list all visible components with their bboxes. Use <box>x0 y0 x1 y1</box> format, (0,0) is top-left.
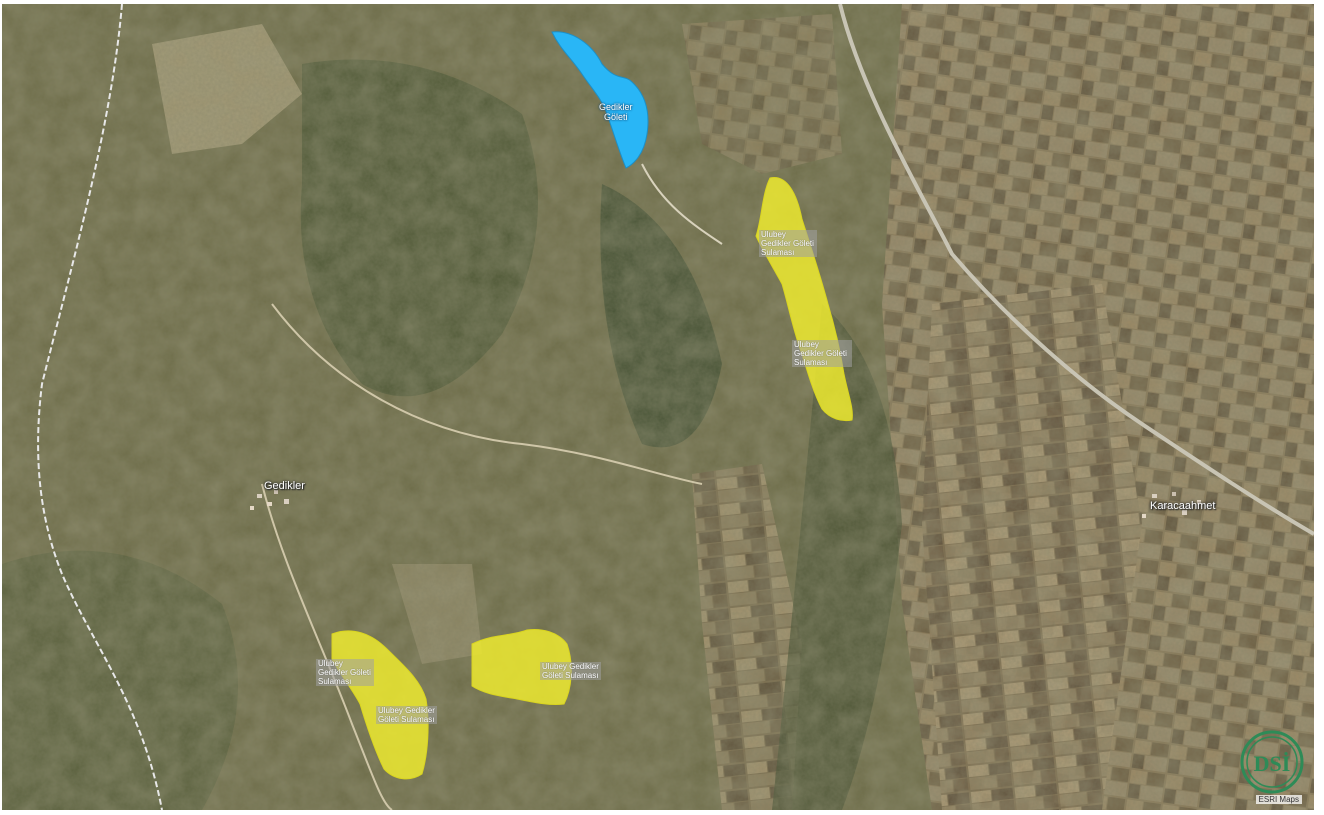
gedikler-village <box>250 490 289 510</box>
zone-label-south-middle-line2: Göleti Sulaması <box>542 671 599 680</box>
karacaahmet-village <box>1142 492 1201 518</box>
terrain-fine-texture <box>2 4 1314 810</box>
dam-road <box>641 163 723 245</box>
zone-label-southwest-bottom: Ulubey Gedikler Göleti Sulaması <box>376 706 437 724</box>
pond-label: Gedikler Göleti <box>599 102 633 122</box>
pond-label-line2: Göleti <box>604 112 628 122</box>
zone-label-southwest-bottom-line2: Göleti Sulaması <box>378 715 435 724</box>
zone-label-south-middle: Ulubey Gedikler Göleti Sulaması <box>540 662 601 680</box>
zone-label-southwest-bottom-line1: Ulubey Gedikler <box>378 706 435 715</box>
dsi-logo-text: DSİ <box>1254 751 1291 776</box>
satellite-basemap <box>2 4 1314 810</box>
map-canvas[interactable]: Gedikler Göleti Gedikler Karacaahmet Ulu… <box>2 4 1314 810</box>
zone-label-north-top: Ulubey Gedikler Göleti Sulaması <box>759 230 817 257</box>
village-road <box>271 303 703 485</box>
highway-road <box>838 4 1314 536</box>
gedikler-pond[interactable] <box>551 31 649 169</box>
zone-label-north-bottom: Ulubey Gedikler Göleti Sulaması <box>792 340 852 367</box>
dsi-logo: DSİ <box>1240 730 1304 794</box>
zone-label-southwest-top: Ulubey Gedikler Göleti Sulaması <box>316 659 374 686</box>
boundary-line <box>37 4 163 810</box>
map-attribution[interactable]: ESRI Maps <box>1255 795 1302 804</box>
south-road <box>261 483 393 810</box>
pond-label-line1: Gedikler <box>599 102 633 112</box>
zone-label-south-middle-line1: Ulubey Gedikler <box>542 662 599 671</box>
